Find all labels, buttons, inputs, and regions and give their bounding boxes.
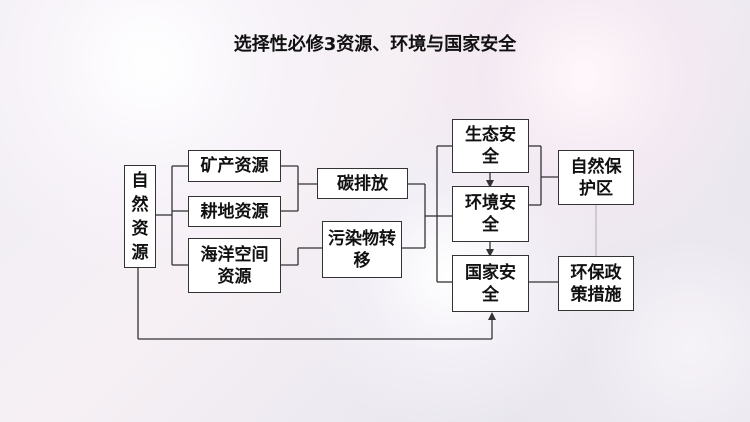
node-ecological-security: 生态安全 [452,119,529,173]
node-label: 环境安全 [465,193,516,235]
node-label: 污染物转移 [328,228,396,271]
node-pollutant-transfer: 污染物转移 [322,221,402,278]
page-title: 选择性必修3资源、环境与国家安全 [233,34,517,55]
node-environmental-policy: 环保政策措施 [558,256,634,311]
node-label: 国家安全 [465,262,516,305]
node-label: 耕地资源 [200,201,269,222]
node-label: 自然资源 [131,170,149,263]
node-label: 海洋空间资源 [200,244,269,287]
node-natural-resources: 自然资源 [124,165,156,268]
node-national-security: 国家安全 [452,255,529,312]
node-marine-space-resources: 海洋空间资源 [188,238,281,293]
node-label: 生态安全 [465,125,516,167]
node-label: 矿产资源 [200,156,269,176]
node-environmental-security: 环境安全 [452,186,529,242]
node-label: 自然保护区 [570,156,622,199]
node-label: 环保政策措施 [570,262,622,305]
node-nature-reserve: 自然保护区 [558,150,634,205]
node-label: 碳排放 [337,173,388,194]
node-carbon-emission: 碳排放 [317,168,408,199]
node-farmland-resources: 耕地资源 [188,196,281,227]
node-mineral-resources: 矿产资源 [188,150,281,182]
